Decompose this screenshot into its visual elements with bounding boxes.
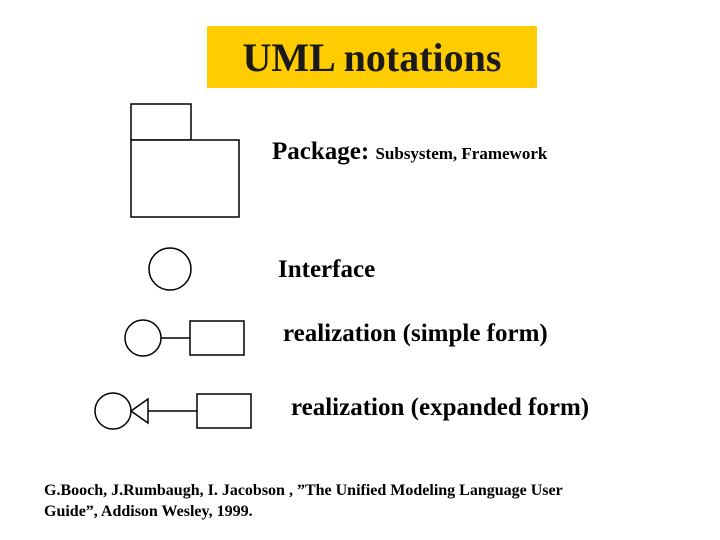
realization-expanded-symbol <box>94 392 252 430</box>
citation-line-2: Guide”, Addison Wesley, 1999. <box>44 503 253 520</box>
slide-title: UML notations <box>207 26 537 88</box>
package-label-main: Package: <box>272 138 370 165</box>
citation: G.Booch, J.Rumbaugh, I. Jacobson , ”The … <box>44 480 563 522</box>
citation-line-1: G.Booch, J.Rumbaugh, I. Jacobson , ”The … <box>44 482 563 499</box>
package-label-sub: Subsystem, Framework <box>375 144 548 163</box>
realization-simple-symbol <box>124 319 245 357</box>
realization-simple-circle <box>124 319 162 357</box>
realization-expanded-label: realization (expanded form) <box>291 394 590 421</box>
package-body <box>130 139 240 218</box>
interface-label: Interface <box>278 256 376 283</box>
package-symbol <box>130 103 240 218</box>
realization-expanded-triangle <box>129 397 149 425</box>
package-label: Package: Subsystem, Framework <box>272 138 547 166</box>
realization-expanded-circle <box>94 392 132 430</box>
package-tab <box>130 103 192 141</box>
interface-circle <box>148 247 192 291</box>
realization-simple-label: realization (simple form) <box>283 320 548 347</box>
realization-expanded-class-box <box>196 393 252 429</box>
realization-simple-class-box <box>189 320 245 356</box>
slide-title-text: UML notations <box>242 34 502 80</box>
